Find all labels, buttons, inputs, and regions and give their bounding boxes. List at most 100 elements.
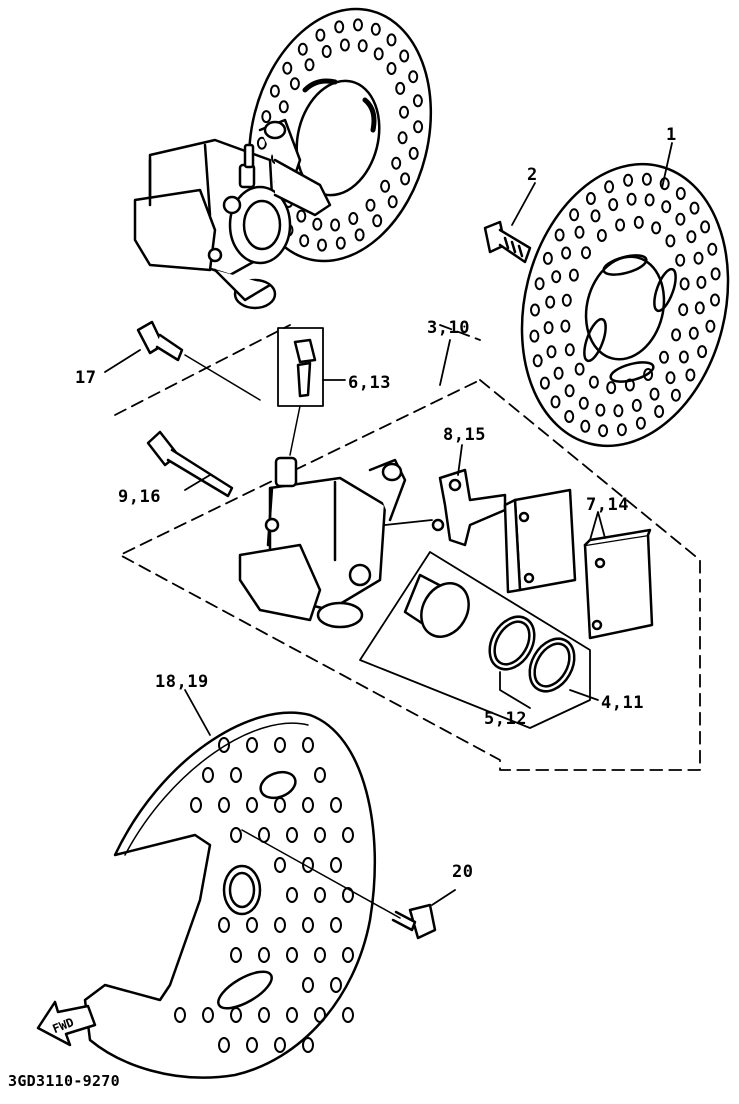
assembled-disc-hole [387, 195, 398, 209]
guard-hole [314, 827, 326, 843]
disc-hole [710, 293, 720, 307]
disc-hole [564, 384, 575, 398]
disc-hole [697, 345, 708, 359]
guard-hole [330, 797, 342, 813]
guard-hole [258, 1007, 270, 1023]
disc-hole [568, 268, 579, 282]
disc-hole [542, 251, 553, 265]
guard-hole [314, 887, 326, 903]
guard-hole [202, 767, 214, 783]
disc-hole [615, 218, 626, 232]
piston-seals [488, 615, 576, 693]
disc-hole [624, 378, 635, 392]
disc-hole [585, 192, 596, 205]
guard-hole [274, 737, 286, 753]
bleed-screw-part-6-13 [277, 327, 324, 407]
disc-hole [694, 301, 705, 315]
disc-hole [545, 295, 556, 309]
disc-hole [578, 396, 589, 410]
guard-hole [330, 977, 342, 993]
assembled-disc-hole [315, 28, 326, 42]
leader-2 [511, 182, 536, 226]
disc-hole [616, 423, 627, 437]
assembled-disc-hole [373, 47, 384, 61]
assembled-disc-hole [365, 198, 376, 212]
guard-hole [342, 887, 354, 903]
disc-hole [588, 375, 599, 389]
leader-caliper [384, 519, 433, 526]
disc-hole [631, 398, 642, 412]
disc-hole [569, 208, 580, 222]
disc-hole [623, 173, 634, 187]
disc-hole [675, 212, 686, 226]
disc-hole [643, 368, 654, 381]
disc-hole [546, 345, 557, 359]
disc-hole [659, 350, 669, 364]
guard-hole [330, 917, 342, 933]
leader-8-15 [457, 444, 463, 476]
callout-6-13: 6,13 [348, 373, 391, 393]
callout-20: 20 [452, 862, 473, 882]
assembled-disc-hole [269, 84, 280, 98]
disc-hole [581, 246, 591, 260]
callout-1: 1 [666, 125, 677, 145]
assembled-disc-hole [317, 238, 327, 252]
guard-hole [246, 1037, 258, 1053]
disc-hole [665, 234, 676, 248]
guard-hole [286, 947, 298, 963]
brake-guard-holes [174, 737, 354, 1053]
guard-hole [286, 827, 298, 843]
guard-hole [246, 917, 258, 933]
assembled-disc-hole [395, 81, 406, 95]
bolt-part-17 [136, 320, 184, 362]
brake-disc-holes [529, 172, 721, 438]
disc-hole [675, 253, 686, 267]
assembled-disc-hole [297, 42, 308, 56]
axis-line-6-13 [289, 405, 301, 456]
disc-hole [529, 329, 540, 343]
disc-hole [678, 303, 689, 317]
disc-hole [705, 319, 716, 333]
disc-hole [671, 328, 682, 342]
disc-bolt-part-2 [483, 220, 532, 264]
callout-4-11: 4,11 [601, 693, 644, 713]
disc-hole [700, 220, 711, 234]
assembled-disc-hole [413, 120, 424, 134]
leader-17 [104, 349, 141, 373]
disc-hole [532, 354, 543, 368]
assembled-disc-hole [391, 156, 402, 170]
guard-hole [302, 917, 314, 933]
callout-17: 17 [75, 368, 96, 388]
disc-hole [649, 387, 660, 401]
disc-hole [550, 395, 561, 409]
assembled-disc-hole [334, 20, 345, 34]
leader-4-11 [569, 689, 599, 701]
disc-hole [574, 362, 585, 376]
guard-hole [218, 797, 230, 813]
assembled-disc-hole [400, 172, 411, 186]
caliper-assembly-outline [114, 324, 701, 771]
disc-hole [543, 321, 554, 335]
guard-hole [218, 1037, 230, 1053]
guard-hole [230, 1007, 242, 1023]
axis-line-20 [241, 829, 401, 919]
guard-hole [230, 767, 242, 783]
assembled-disc-hole [372, 214, 383, 228]
disc-hole [626, 192, 637, 206]
disc-hole [574, 225, 585, 239]
assembled-disc-hole [304, 58, 315, 72]
disc-hole [661, 200, 672, 214]
axis-line-17 [184, 354, 261, 401]
assembled-disc-hole [289, 77, 300, 91]
disc-hole [688, 326, 699, 340]
disc-hole [553, 366, 564, 380]
assembled-disc-hole [386, 62, 397, 75]
assembled-disc-hole [408, 146, 419, 160]
disc-hole [590, 209, 601, 223]
guard-hole [342, 827, 354, 843]
bolt-part-20 [391, 903, 437, 940]
guard-hole [302, 857, 314, 873]
assembled-disc-hole [330, 218, 341, 232]
disc-hole [679, 277, 690, 291]
